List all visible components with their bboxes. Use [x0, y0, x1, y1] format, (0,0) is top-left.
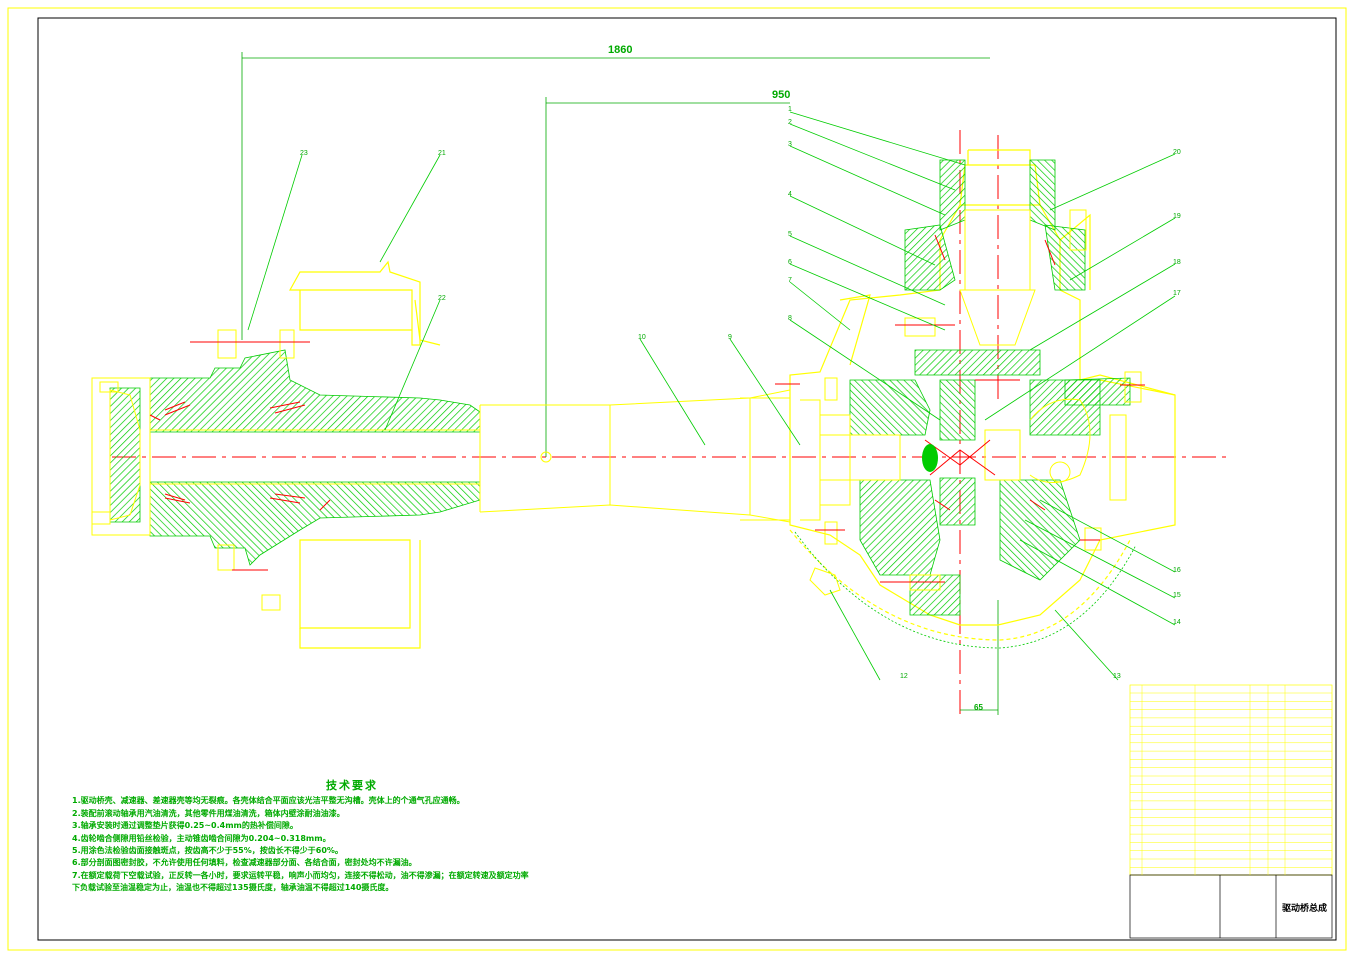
wheel-reducer-housing [288, 260, 441, 649]
part-label: 13 [1113, 673, 1121, 680]
drawing-title: 驱动桥总成 [1282, 904, 1328, 914]
part-label: 22 [438, 295, 446, 302]
part-label: 4 [788, 191, 792, 198]
technical-requirements: 技术要求 1.驱动桥壳、减速器、差速器壳等均无裂痕。各壳体结合平面应该光洁平整无… [72, 779, 632, 895]
part-label: 1 [788, 106, 792, 113]
part-label: 21 [438, 150, 446, 157]
tech-req-item: 1.驱动桥壳、减速器、差速器壳等均无裂痕。各壳体结合平面应该光洁平整无沟槽。壳体… [72, 796, 465, 806]
tech-req-heading: 技术要求 [326, 779, 378, 792]
dimension-lines [241, 52, 999, 715]
reducer-section [849, 159, 1131, 616]
part-label: 7 [788, 277, 792, 284]
part-label: 20 [1173, 149, 1181, 156]
part-label: 10 [638, 334, 646, 341]
dim-65: 65 [974, 703, 983, 712]
tech-req-item: 2.装配前滚动轴承用汽油清洗，其他零件用煤油清洗，箱体内壁涂耐油油漆。 [72, 808, 345, 818]
tech-req-item: 5.用涂色法检验齿面接触斑点，按齿高不少于55%，按齿长不得少于60%。 [72, 846, 343, 856]
tech-req-item: 3.轴承安装时通过调整垫片获得0.25~0.4mm的热补偿间隙。 [72, 821, 298, 831]
part-label: 8 [788, 315, 792, 322]
part-label: 17 [1173, 290, 1181, 297]
tech-req-item: 下负载试验至油温稳定为止，油温也不得超过135摄氏度，轴承油温不得超过140摄氏… [72, 883, 394, 893]
dim-950: 950 [772, 89, 791, 101]
part-label: 19 [1173, 213, 1181, 220]
part-label: 6 [788, 259, 792, 266]
part-label: 23 [300, 150, 308, 157]
part-label: 5 [788, 231, 792, 238]
dim-1860: 1860 [608, 44, 633, 56]
tech-req-item: 7.在额定载荷下空载试验，正反转一各小时，要求运转平稳，响声小而均匀，连接不得松… [72, 870, 529, 880]
housing-arc [789, 529, 1131, 641]
part-label: 12 [900, 673, 908, 680]
part-label: 9 [728, 334, 732, 341]
part-label: 15 [1173, 592, 1181, 599]
part-label: 3 [788, 141, 792, 148]
tech-req-item: 4.齿轮啮合侧隙用铅丝检验，主动锥齿啮合间隙为0.204~0.318mm。 [72, 833, 331, 843]
part-label: 18 [1173, 259, 1181, 266]
part-label: 14 [1173, 619, 1181, 626]
part-label: 2 [788, 119, 792, 126]
outer-border [7, 7, 1347, 951]
inner-border [37, 17, 1337, 941]
tech-req-item: 6.部分剖面图密封胶，不允许使用任何填料，检查减速器部分面、各结合面，密封处均不… [72, 858, 417, 868]
hub-section [109, 349, 481, 566]
leader-lines [247, 111, 1176, 681]
part-label: 16 [1173, 567, 1181, 574]
title-block [1129, 684, 1333, 939]
